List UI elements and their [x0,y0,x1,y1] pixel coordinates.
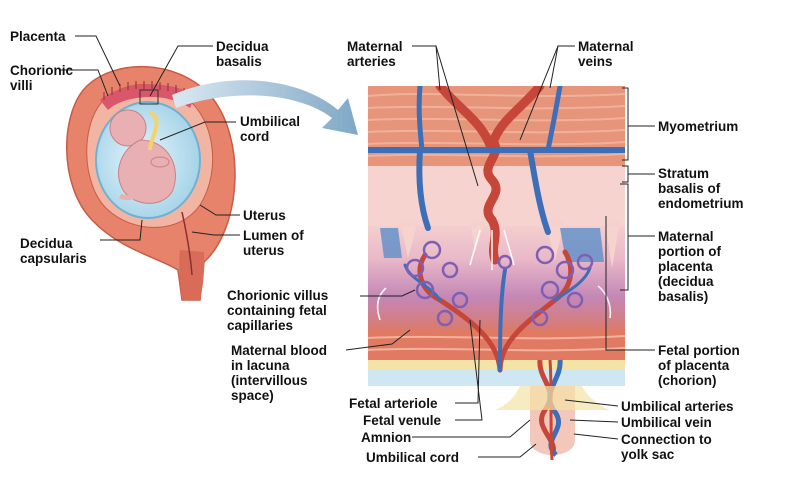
label-maternal-arteries: Maternal arteries [347,39,403,69]
uterus-illustration [66,65,236,301]
label-decidua-basalis-left: Decidua basalis [216,39,269,69]
label-placenta: Placenta [10,29,66,44]
maternal-veins [368,86,625,235]
label-chorionic-villi: Chorionic villi [10,63,73,93]
blood-flow-arrows [376,229,612,321]
label-fetal-portion: Fetal portion of placenta (chorion) [658,343,740,388]
label-amnion: Amnion [361,430,412,445]
label-myometrium: Myometrium [658,119,739,134]
label-umbilical-vein: Umbilical vein [621,415,712,430]
label-lumen-of-uterus: Lumen of uterus [243,228,304,258]
label-fetal-venule: Fetal venule [363,413,442,428]
placenta-cross-section [368,86,625,386]
leader-lines [60,35,655,458]
umbilical-cord [495,359,610,461]
label-maternal-blood: Maternal blood in lacuna (intervillous s… [231,343,328,403]
label-maternal-veins: Maternal veins [578,39,634,69]
label-umbilical-cord-left: Umbilical cord [240,114,301,144]
label-uterus: Uterus [243,208,286,223]
label-stratum-basalis: Stratum basalis of endometrium [658,166,744,211]
zoom-arrow [172,80,358,135]
fetus [109,109,176,204]
label-fetal-arteriole: Fetal arteriole [349,396,438,411]
chorionic-villus-trees [403,240,594,373]
label-umbilical-arteries: Umbilical arteries [621,399,734,414]
label-connection-yolk-sac: Connection to yolk sac [621,432,712,462]
label-decidua-capsularis: Decidua capsularis [20,236,87,266]
label-chorionic-villus: Chorionic villus containing fetal capill… [227,288,329,333]
label-maternal-portion: Maternal portion of placenta (decidua ba… [658,229,721,304]
maternal-artery [435,86,545,265]
label-umbilical-cord-bottom: Umbilical cord [366,450,460,465]
